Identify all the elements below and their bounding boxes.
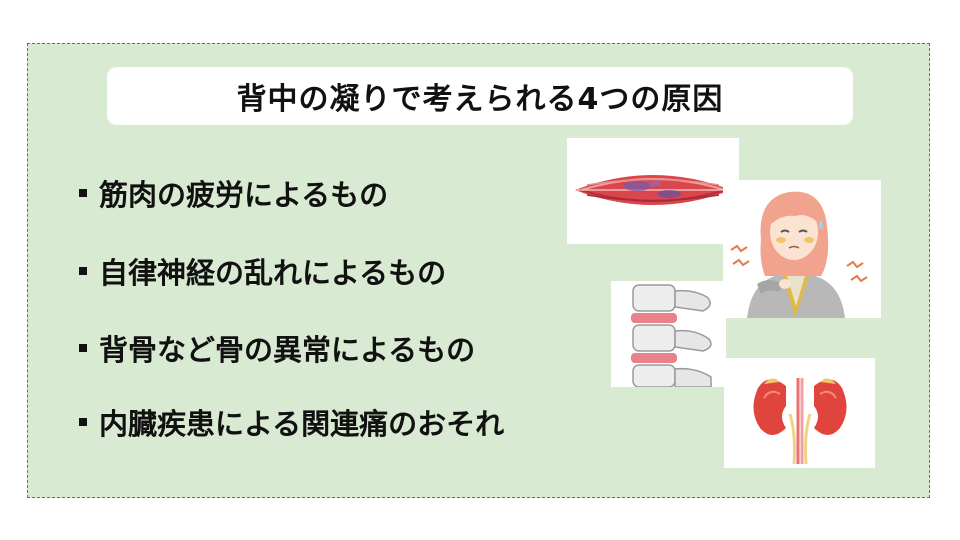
bullet-square-icon <box>79 267 87 275</box>
list-item: 内臓疾患による関連痛のおそれ <box>73 401 504 443</box>
list-item-text: 背骨など骨の異常によるもの <box>99 333 476 367</box>
spine-icon <box>631 284 712 387</box>
bullet-square-icon <box>79 418 87 426</box>
kidneys-illustration <box>724 358 875 468</box>
list-item: 背骨など骨の異常によるもの <box>73 327 475 369</box>
bullet-square-icon <box>79 189 87 197</box>
list-item-text: 自律神経の乱れによるもの <box>99 256 447 290</box>
muscle-fiber-illustration <box>567 138 739 244</box>
list-item: 筋肉の疲労によるもの <box>73 172 388 214</box>
woman-shoulder-pain-icon <box>730 191 868 318</box>
page-title: 背中の凝りで考えられる4つの原因 <box>236 82 724 117</box>
list-item-text: 内臓疾患による関連痛のおそれ <box>99 407 505 441</box>
list-item-text: 筋肉の疲労によるもの <box>99 178 389 212</box>
bullet-square-icon <box>79 344 87 352</box>
kidneys-icon <box>753 378 847 465</box>
muscle-fiber-icon <box>575 175 731 205</box>
list-item: 自律神経の乱れによるもの <box>73 250 446 292</box>
woman-shoulder-pain-illustration <box>723 180 881 318</box>
title-box: 背中の凝りで考えられる4つの原因 <box>107 67 853 125</box>
spine-vertebrae-illustration <box>611 281 726 387</box>
